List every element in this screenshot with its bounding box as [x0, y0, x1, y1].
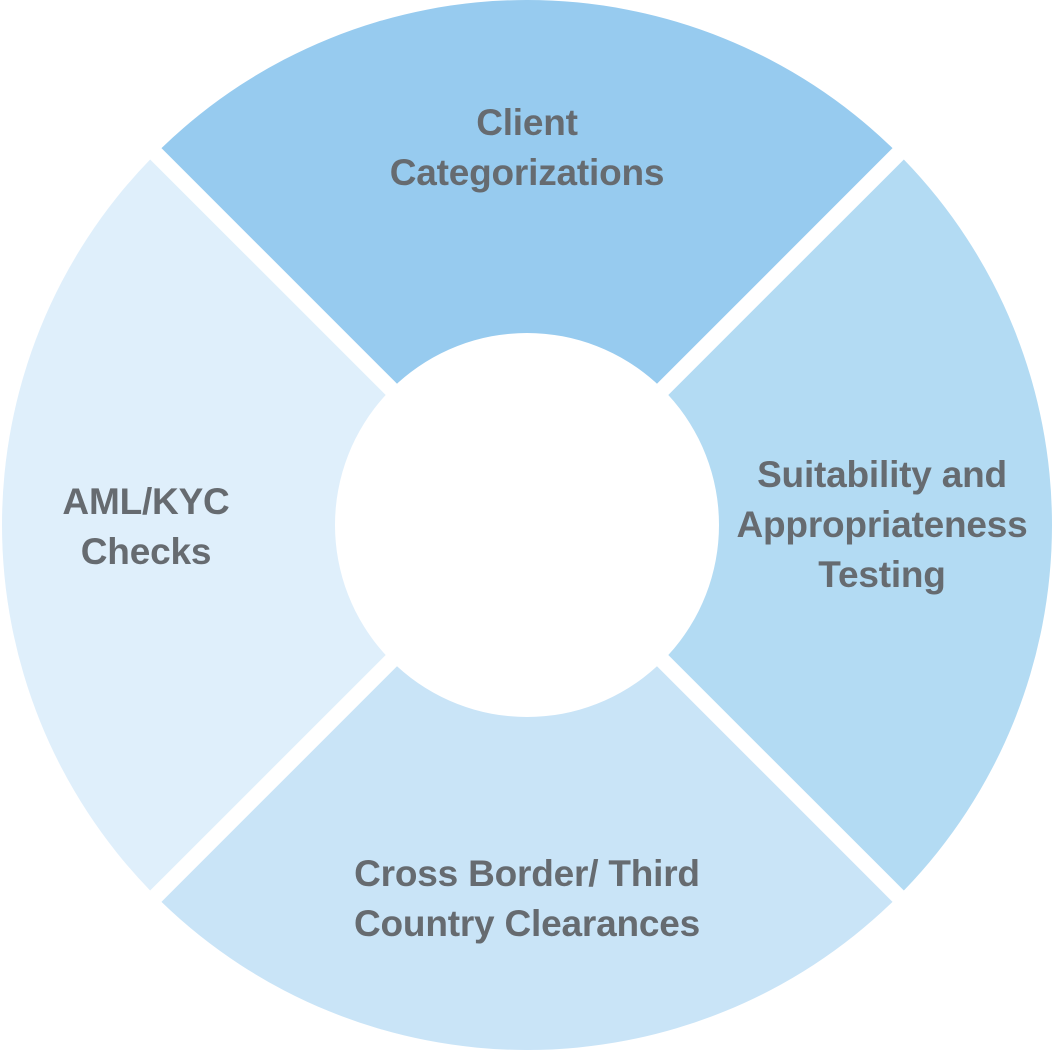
segment-aml-kyc-checks	[2, 159, 386, 891]
segment-suitability-testing	[668, 159, 1052, 891]
label-aml-kyc-checks: AML/KYC Checks	[62, 481, 230, 572]
segment-client-categorizations	[161, 0, 893, 384]
label-cross-border-clearances: Cross Border/ Third Country Clearances	[354, 853, 700, 944]
label-suitability-testing: Suitability and Appropriateness Testing	[736, 454, 1028, 595]
label-client-categorizations: Client Categorizations	[389, 102, 665, 193]
segment-cross-border-clearances	[161, 666, 893, 1050]
